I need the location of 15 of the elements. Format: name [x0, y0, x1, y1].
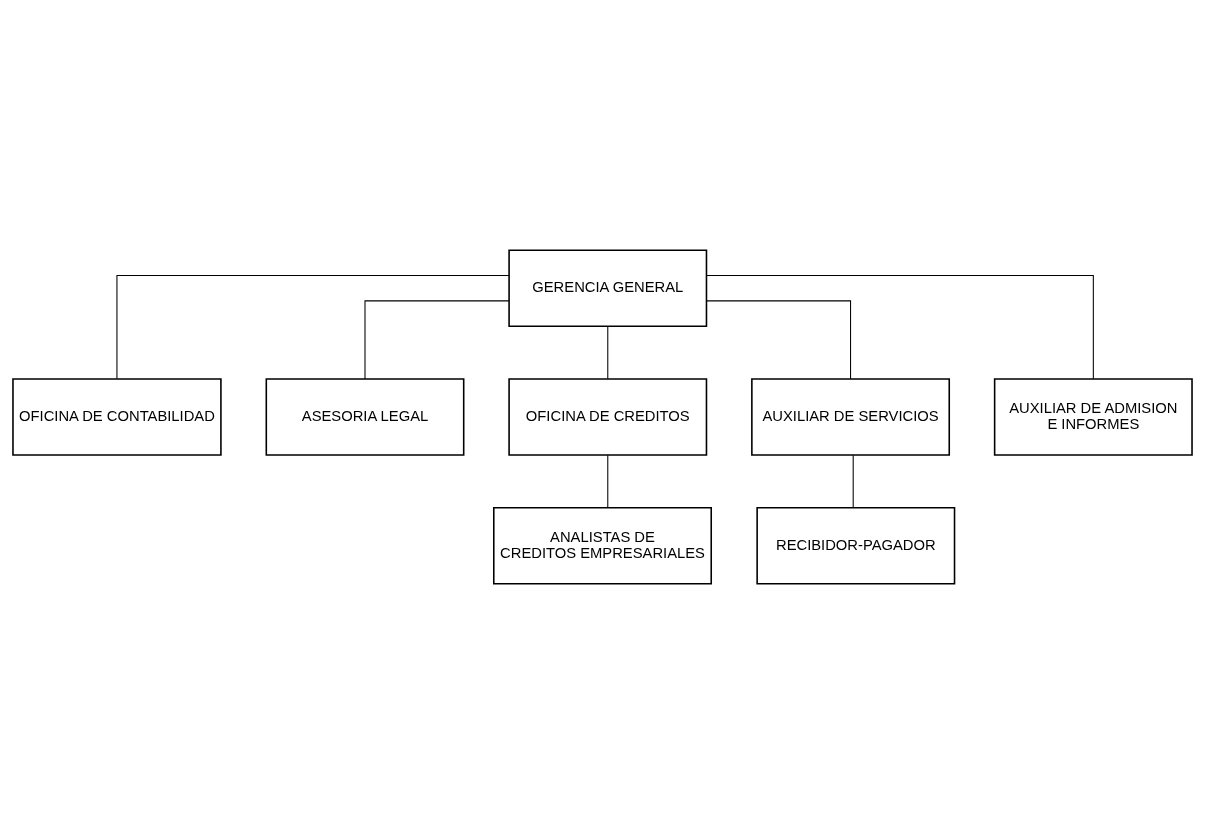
connector — [852, 454, 854, 508]
node-box: AUXILIAR DE ADMISION E INFORMES — [993, 378, 1193, 456]
connector — [607, 454, 609, 508]
connector — [364, 300, 510, 380]
node-box: AUXILIAR DE SERVICIOS — [751, 378, 951, 456]
connector — [116, 275, 510, 380]
connector — [706, 300, 852, 380]
node-box: ASESORIA LEGAL — [265, 378, 465, 456]
connector — [706, 275, 1094, 380]
node-box: GERENCIA GENERAL — [508, 249, 708, 327]
node-box: OFICINA DE CONTABILIDAD — [12, 378, 222, 456]
node-box: OFICINA DE CREDITOS — [508, 378, 708, 456]
connector — [607, 326, 609, 380]
node-box: ANALISTAS DE CREDITOS EMPRESARIALES — [493, 507, 712, 585]
node-box: RECIBIDOR-PAGADOR — [756, 507, 956, 585]
